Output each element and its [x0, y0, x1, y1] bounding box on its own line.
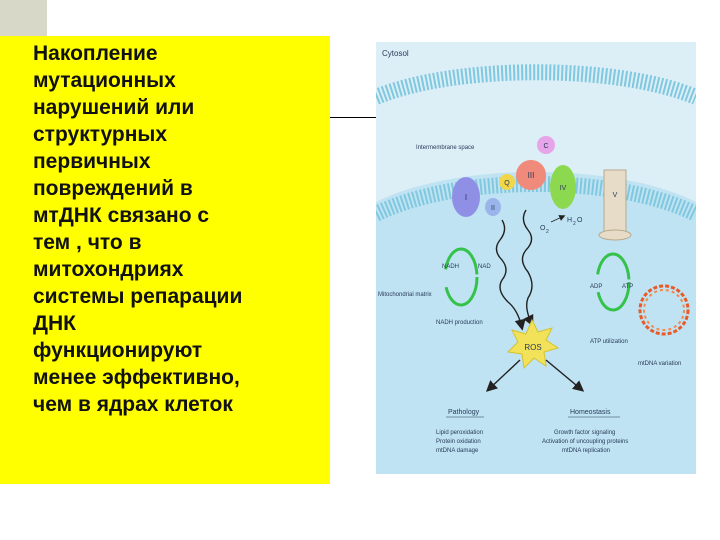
- matrix-background: [376, 172, 696, 474]
- cytosol-label: Cytosol: [382, 49, 409, 58]
- complex-i-shape: [452, 177, 480, 217]
- h2o-subscript: 2: [573, 221, 576, 227]
- pathology-heading: Pathology: [448, 409, 480, 416]
- complex-ii-shape: [485, 198, 501, 216]
- cytochrome-c-label: C: [543, 143, 548, 150]
- complex-v-label: V: [613, 192, 618, 199]
- text-panel: Накопление мутационных нарушений или стр…: [0, 36, 330, 484]
- o2-subscript: 2: [546, 229, 549, 235]
- slide-corner-decoration: [0, 0, 47, 36]
- complex-i-label: I: [465, 193, 467, 202]
- o2-label: O: [540, 225, 546, 232]
- coenzyme-q-label: Q: [504, 180, 510, 187]
- complex-iii-ros-arrow: [521, 209, 534, 327]
- o2-to-h2o-arrow: [550, 215, 566, 223]
- coenzyme-q-shape: [499, 174, 515, 190]
- mtdna-variation-label: mtDNA variation: [638, 361, 681, 367]
- atp-utilization-label: ATP utilization: [590, 339, 628, 345]
- cytochrome-c-shape: [537, 136, 555, 154]
- ros-to-pathology-arrow: [485, 359, 521, 392]
- complex-v-base: [598, 229, 632, 241]
- complex-iii-label: III: [528, 171, 535, 180]
- complex-iv-label: IV: [560, 185, 567, 192]
- mtdna-inner-circle: [643, 289, 685, 331]
- atp-cycle-arrow: [595, 252, 631, 312]
- pathology-item: mtDNA damage: [436, 448, 479, 454]
- h2o-label: H: [567, 217, 572, 224]
- pathology-item: Lipid peroxidation: [436, 430, 483, 436]
- homeostasis-item: mtDNA replication: [562, 448, 610, 454]
- mitochondria-diagram: Cytosol Intermembrane space Mitochondria…: [376, 42, 696, 474]
- complex-i-ros-arrow: [495, 219, 526, 331]
- mtdna-circle: [638, 284, 690, 336]
- complex-v-shape: [603, 169, 627, 236]
- nadh-label: NADH: [442, 264, 459, 270]
- nadh-production-label: NADH production: [436, 320, 483, 326]
- h2o-oxygen: O: [577, 217, 583, 224]
- homeostasis-item: Activation of uncoupling proteins: [542, 439, 628, 445]
- homeostasis-heading: Homeostasis: [570, 409, 611, 416]
- complex-iii-shape: [516, 160, 546, 190]
- intermembrane-space-label: Intermembrane space: [416, 145, 475, 151]
- pathology-item: Protein oxidation: [436, 439, 481, 445]
- complex-iv-shape: [550, 165, 576, 209]
- connector-line: [330, 117, 378, 118]
- nad-label: NAD: [478, 264, 491, 270]
- atp-label: ATP: [622, 284, 633, 290]
- adp-label: ADP: [590, 284, 602, 290]
- ros-to-homeostasis-arrow: [545, 359, 585, 392]
- outer-membrane: [376, 64, 696, 105]
- homeostasis-item: Growth factor signaling: [554, 430, 615, 436]
- complex-ii-label: II: [491, 205, 495, 212]
- ros-burst: [506, 318, 560, 370]
- nadh-cycle-arrow: [443, 247, 479, 307]
- mitochondrial-matrix-label: Mitochondrial matrix: [378, 292, 432, 298]
- main-text: Накопление мутационных нарушений или стр…: [33, 42, 243, 416]
- ros-label: ROS: [524, 343, 541, 352]
